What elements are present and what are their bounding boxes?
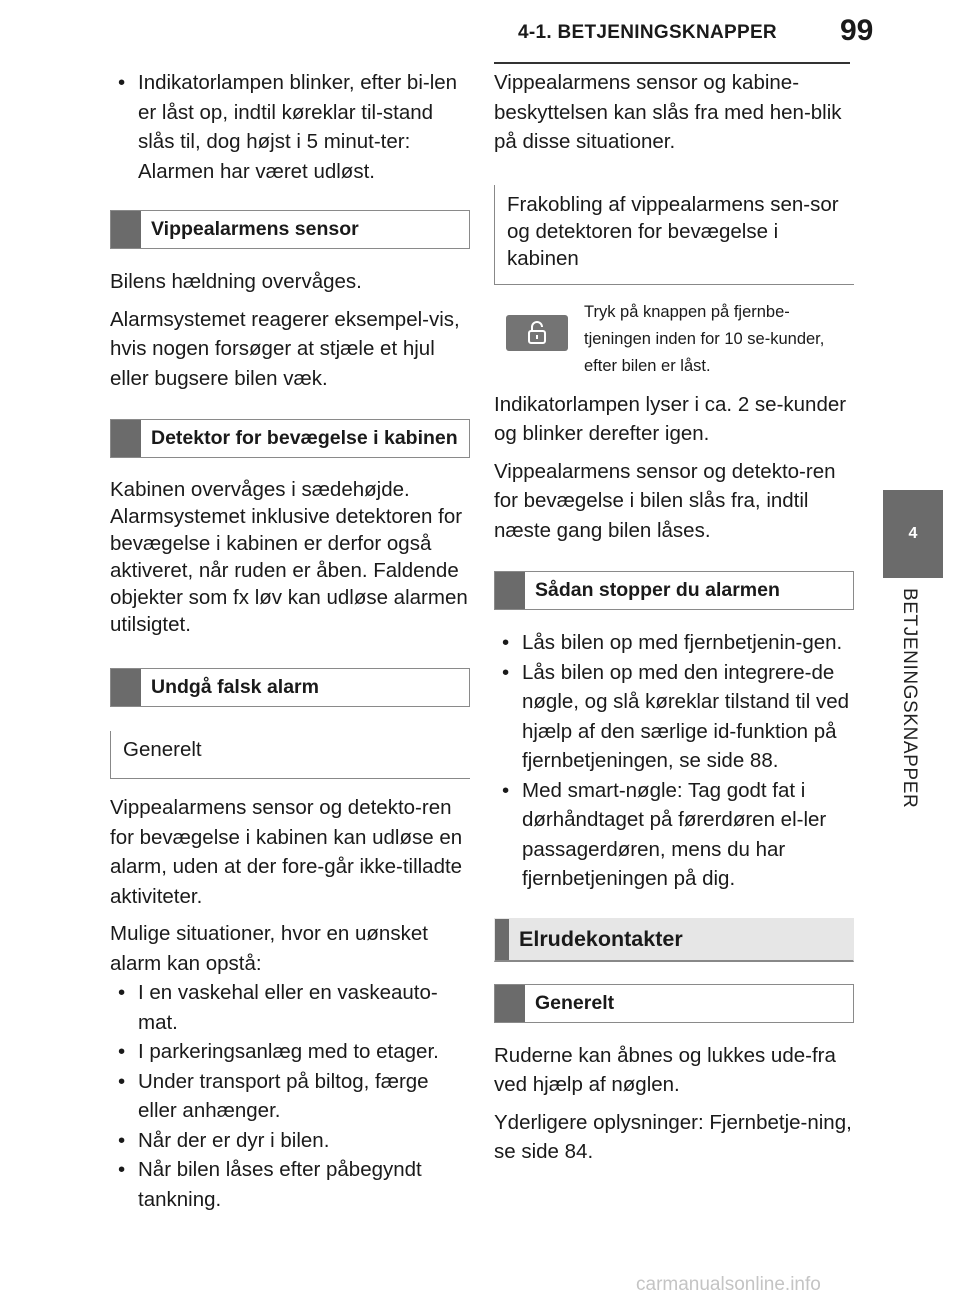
heading-false-alarm: Undgå falsk alarm bbox=[151, 676, 319, 698]
list-item: Når bilen låses efter påbegyndt tankning… bbox=[110, 1155, 470, 1214]
page-number: 99 bbox=[840, 14, 874, 47]
list-item: Med smart-nøgle: Tag godt fat i dørhåndt… bbox=[494, 776, 854, 894]
left-column: Indikatorlampen blinker, efter bi-len er… bbox=[110, 68, 470, 1222]
list-item: I en vaskehal eller en vaskeauto-mat. bbox=[110, 978, 470, 1037]
paragraph: Yderligere oplysninger: Fjernbetje-ning,… bbox=[494, 1110, 852, 1164]
heading-bar bbox=[111, 420, 141, 457]
intro-list: Indikatorlampen blinker, efter bi-len er… bbox=[110, 68, 470, 186]
right-column: Vippealarmens sensor og kabine-beskyttel… bbox=[494, 68, 854, 1175]
paragraph: Vippealarmens sensor og detekto-ren for … bbox=[494, 459, 836, 542]
heading-box: Sådan stopper du alarmen bbox=[494, 571, 854, 610]
paragraph: Ruderne kan åbnes og lukkes ude-fra ved … bbox=[494, 1043, 836, 1097]
heading-motion-detector: Detektor for bevægelse i kabinen bbox=[151, 427, 458, 449]
instruction-text: Tryk på knappen på fjernbe-tjeningen ind… bbox=[584, 302, 825, 375]
chapter-label: BETJENINGSKNAPPER bbox=[899, 588, 920, 809]
chapter-number: 4 bbox=[908, 525, 918, 542]
heading-tilt-sensor: Vippealarmens sensor bbox=[151, 218, 359, 240]
heading-bar bbox=[111, 211, 141, 248]
subheading-disable: Frakobling af vippealarmens sen-sor og d… bbox=[494, 184, 854, 285]
heading-window-switches: Elrudekontakter bbox=[519, 926, 683, 951]
list-item: Lås bilen op med den integrere-de nøgle,… bbox=[494, 658, 854, 776]
list-item: Indikatorlampen blinker, efter bi-len er… bbox=[110, 68, 470, 186]
paragraph: Vippealarmens sensor og kabine-beskyttel… bbox=[494, 71, 842, 153]
list-item: Lås bilen op med fjernbetjenin-gen. bbox=[494, 628, 854, 658]
heading-box-main: Elrudekontakter bbox=[494, 917, 854, 962]
list-item: I parkeringsanlæg med to etager. bbox=[110, 1037, 470, 1067]
stop-list: Lås bilen op med fjernbetjenin-gen. Lås … bbox=[494, 628, 854, 894]
heading-general: Generelt bbox=[535, 991, 615, 1014]
heading-bar bbox=[111, 669, 141, 706]
paragraph: Kabinen overvåges i sædehøjde. Alarmsyst… bbox=[110, 478, 468, 636]
paragraph: Bilens hældning overvåges. bbox=[110, 270, 362, 293]
paragraph: Alarmsystemet reagerer eksempel-vis, hvi… bbox=[110, 307, 460, 390]
heading-bar bbox=[495, 984, 525, 1022]
heading-box: Detektor for bevægelse i kabinen bbox=[110, 419, 470, 458]
heading-stop-alarm: Sådan stopper du alarmen bbox=[535, 579, 780, 601]
list-item: Under transport på biltog, færge eller a… bbox=[110, 1067, 470, 1126]
paragraph: Mulige situationer, hvor en uønsket alar… bbox=[110, 922, 428, 975]
subheading-general: Generelt bbox=[110, 731, 470, 779]
heading-bar bbox=[495, 918, 509, 960]
section-title: 4-1. BETJENINGSKNAPPER bbox=[518, 22, 777, 43]
situation-list: I en vaskehal eller en vaskeauto-mat. I … bbox=[110, 978, 470, 1214]
heading-box: Undgå falsk alarm bbox=[110, 668, 470, 707]
header-divider bbox=[494, 62, 850, 64]
list-item: Når der er dyr i bilen. bbox=[110, 1126, 470, 1156]
heading-box: Generelt bbox=[494, 983, 854, 1023]
paragraph: Indikatorlampen lyser i ca. 2 se-kunder … bbox=[494, 392, 847, 446]
button-instruction: Tryk på knappen på fjernbe-tjeningen ind… bbox=[494, 299, 854, 380]
watermark: carmanualsonline.info bbox=[636, 1274, 821, 1295]
heading-bar bbox=[495, 572, 525, 609]
chapter-tab[interactable]: 4 bbox=[883, 490, 943, 578]
paragraph: Vippealarmens sensor og detekto-ren for … bbox=[110, 796, 463, 908]
unlock-icon bbox=[506, 314, 568, 351]
heading-box: Vippealarmens sensor bbox=[110, 210, 470, 249]
